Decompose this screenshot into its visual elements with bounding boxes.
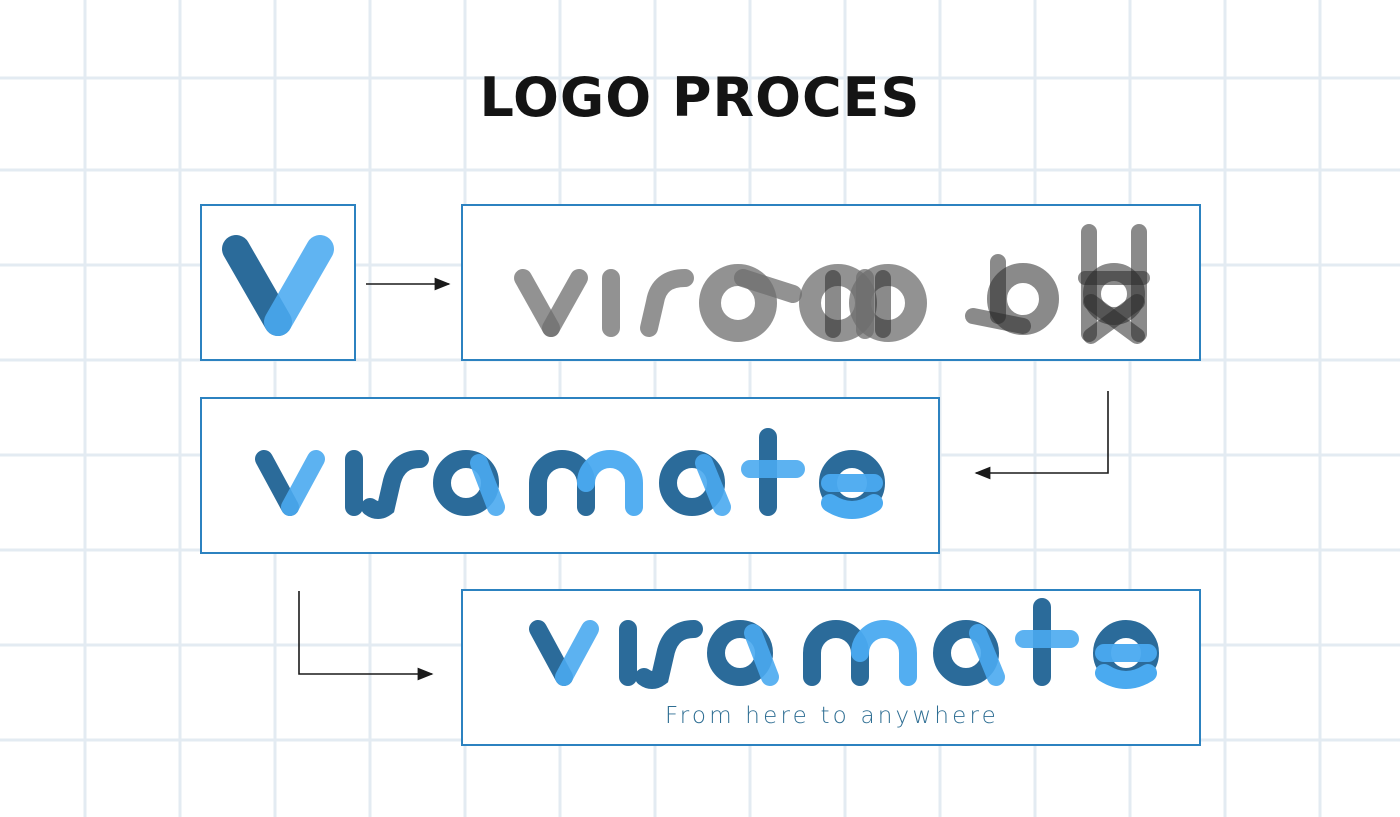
visamate-final-logo [529,598,1159,689]
v-logo-icon [222,235,334,336]
visamate-wordmark [255,428,885,519]
page-title: LOGO PROCES [479,66,921,129]
wordmark-letters [529,598,1159,689]
wordmark-panel [200,397,940,554]
arrow-sketch-to-wordmark [974,391,1109,480]
letter-sketch-graphic [514,224,1150,344]
wordmark-letters [255,428,885,519]
arrow-wordmark-to-final [298,591,434,681]
sketch-panel [461,204,1201,361]
final-logo-panel: From here to anywhere [461,589,1201,746]
tagline: From here to anywhere [665,703,999,729]
logo-icon-panel [200,204,356,361]
